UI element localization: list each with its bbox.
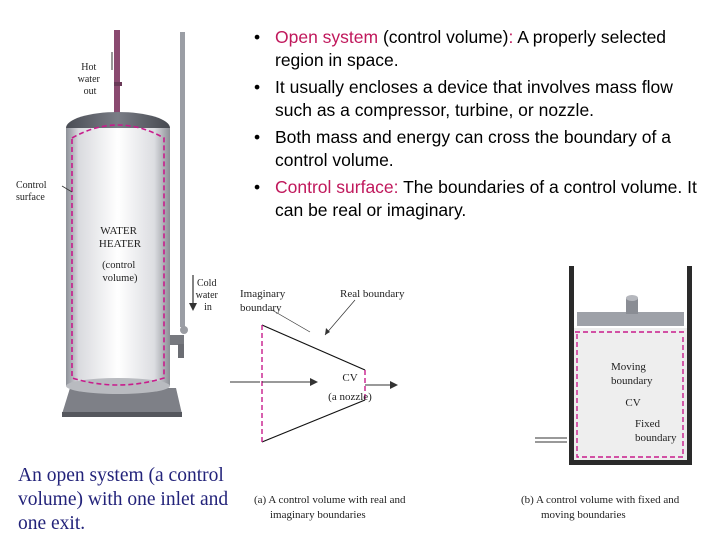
pipe-fitting — [114, 82, 122, 86]
piston-cv-label: CV — [625, 397, 640, 409]
term-colon: : — [508, 27, 514, 47]
cold-inlet-valve — [170, 335, 184, 345]
side-rod — [180, 32, 185, 327]
bullet-text: A properly selected region in space. — [275, 27, 667, 70]
water-heater-label: WATER HEATER — [99, 225, 142, 250]
bullet-text: Both mass and energy can cross the bound… — [275, 127, 671, 170]
nozzle-lower-wall — [261, 399, 366, 443]
piston-head — [577, 312, 684, 326]
real-leader-head — [325, 328, 330, 335]
rod-top — [626, 295, 638, 301]
imaginary-leader — [271, 309, 311, 333]
bullet-text: It usually encloses a device that involv… — [275, 77, 673, 120]
tank-body — [66, 128, 170, 386]
valve-knob — [180, 326, 188, 334]
fixed-boundary-label: Fixed boundary — [635, 418, 677, 444]
cylinder-left-wall — [569, 266, 574, 464]
cv-label: (control volume) — [102, 260, 138, 284]
fixed-boundary — [576, 334, 684, 458]
cylinder-right-wall — [687, 266, 692, 464]
piston-rod — [626, 298, 638, 314]
cold-water-label: Cold water in — [196, 278, 221, 313]
bullet-control-surface: Control surface: The boundaries of a con… — [250, 176, 710, 222]
bullet-encloses-device: It usually encloses a device that involv… — [250, 76, 710, 122]
valve-stem — [178, 344, 184, 358]
control-surface-boundary — [71, 124, 165, 386]
nozzle-cv-label: CV — [342, 372, 357, 384]
term-control-volume: (control volume) — [378, 27, 509, 47]
real-boundary-label: Real boundary — [340, 288, 405, 300]
imaginary-boundary-label: Imaginary boundary — [240, 288, 288, 314]
term-open-system: Open system — [275, 27, 379, 47]
term-control-surface: Control surface — [275, 177, 394, 197]
bullet-list: Open system (control volume): A properly… — [250, 26, 710, 226]
moving-boundary-label: Moving boundary — [611, 361, 653, 387]
cylinder-bottom — [569, 460, 692, 465]
caption-a: (a) A control volume with real and imagi… — [254, 494, 408, 521]
nozzle-sub-label: (a nozzle) — [328, 391, 372, 403]
water-heater-figure: Hot water out Control surface WATER HEAT… — [16, 30, 221, 417]
leader-line — [61, 185, 73, 193]
bullet-mass-energy: Both mass and energy can cross the bound… — [250, 126, 710, 172]
base-plate — [62, 388, 182, 414]
figure-caption: An open system (a control volume) with o… — [18, 465, 229, 534]
gas-region — [574, 328, 687, 460]
base-plate-edge — [62, 412, 182, 417]
flow-in-head — [310, 378, 318, 386]
nozzle-figure: Imaginary boundary Real boundary CV (a n… — [230, 288, 408, 521]
caption-b: (b) A control volume with fixed and movi… — [521, 494, 682, 521]
control-surface-label: Control surface — [16, 180, 49, 203]
hot-water-label: Hot water out — [78, 62, 103, 97]
nozzle-upper-wall — [261, 324, 366, 371]
cold-arrow-head — [189, 303, 197, 311]
flow-out-head — [390, 381, 398, 389]
hot-pipe — [114, 30, 120, 122]
piston-figure: Moving boundary CV Fixed boundary (b) A … — [521, 266, 692, 521]
bullet-text: The boundaries of a control volume. It c… — [275, 177, 697, 220]
bullet-open-system: Open system (control volume): A properly… — [250, 26, 710, 72]
real-leader — [324, 299, 356, 336]
term-colon: : — [393, 177, 399, 197]
